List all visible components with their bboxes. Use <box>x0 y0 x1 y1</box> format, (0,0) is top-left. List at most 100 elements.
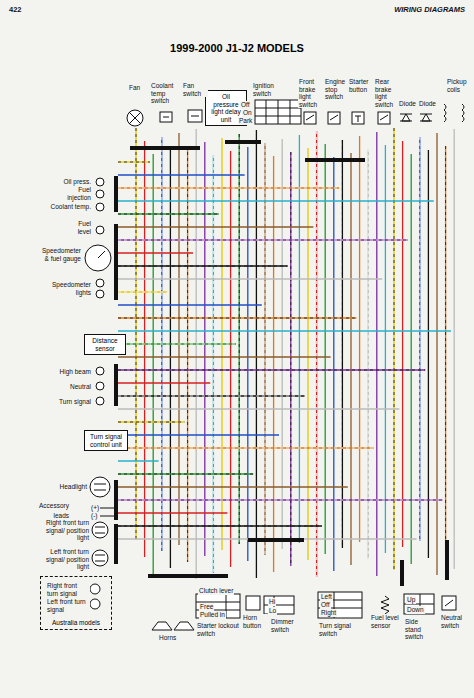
wire <box>118 382 210 383</box>
wire <box>333 157 334 571</box>
wire <box>359 136 360 542</box>
wire <box>118 317 356 318</box>
wire <box>376 132 377 576</box>
wire <box>118 343 236 344</box>
wire-label: Ignition switch <box>252 82 288 97</box>
wire-label: Speedometer & fuel gauge <box>40 247 82 262</box>
wire-label: Diode <box>398 100 417 108</box>
wire-label: Coolant temp. <box>50 203 92 211</box>
wire-label: Left front turn signal/ position light <box>40 548 90 571</box>
wire-label: Dimmer switch <box>270 618 300 633</box>
wire <box>393 128 394 570</box>
wire-label: Up <box>406 596 416 604</box>
wire-label: Park <box>238 117 253 125</box>
wire <box>118 226 313 227</box>
wire <box>213 155 214 573</box>
wire-label: Right front turn signal <box>46 582 90 597</box>
wire <box>445 146 446 552</box>
wire <box>118 291 167 292</box>
wire <box>368 149 369 559</box>
wire <box>118 500 442 501</box>
wire <box>325 144 326 554</box>
wire <box>265 143 266 555</box>
wire <box>118 447 374 448</box>
wire-label: Lo <box>268 607 277 615</box>
wire <box>118 512 227 513</box>
wire <box>239 134 240 544</box>
wire <box>118 473 253 474</box>
wire <box>273 156 274 572</box>
connector-blocks <box>114 140 449 586</box>
wire-label: Fuel injection <box>62 186 92 201</box>
wire-label: Left <box>320 593 333 601</box>
wire-label: Pulled in <box>199 611 226 619</box>
wire-label: High beam <box>59 368 92 376</box>
wire <box>118 434 279 435</box>
wire <box>118 526 322 527</box>
page-header: WIRING DIAGRAMS <box>393 6 466 14</box>
wire <box>118 240 408 241</box>
component-label: Turn signal control unit <box>90 433 122 448</box>
wire <box>385 145 386 553</box>
wire <box>118 344 236 345</box>
wire <box>118 421 184 422</box>
wire-label: Coolant temp switch <box>150 82 178 105</box>
wire-label: Off <box>240 101 251 109</box>
wire <box>118 356 331 357</box>
wire <box>118 161 150 162</box>
wire <box>196 129 197 579</box>
wire-label: Off <box>320 601 331 609</box>
wire-label: Oil press. <box>63 178 92 186</box>
wire <box>290 152 291 566</box>
wire-label: Hi <box>268 598 276 606</box>
component-label: Oil pressure light delay unit <box>211 93 240 123</box>
wire <box>118 213 219 214</box>
wire <box>290 152 291 566</box>
wire <box>118 396 305 397</box>
wire <box>136 128 137 540</box>
wire <box>299 135 300 543</box>
wire <box>256 130 257 578</box>
component-label: Australia models <box>52 619 100 626</box>
wire <box>368 149 369 559</box>
wire <box>118 370 425 371</box>
wire-label: Speedometer lights <box>50 281 92 296</box>
wire <box>428 150 429 558</box>
wire-label: Horns <box>158 634 177 642</box>
wire <box>118 499 442 500</box>
wire-label: Neutral <box>69 383 92 391</box>
wire <box>264 143 265 555</box>
wire <box>402 141 403 547</box>
wire <box>144 141 145 557</box>
wire <box>230 151 231 567</box>
wire <box>239 134 240 544</box>
wire <box>419 137 420 541</box>
wire-label: Fan <box>128 84 141 92</box>
wire <box>118 252 193 253</box>
component-symbols <box>85 100 464 630</box>
wire <box>419 137 420 541</box>
wire-label: Right <box>320 609 337 617</box>
wire <box>118 448 374 449</box>
wire-label: Neutral switch <box>440 614 472 629</box>
wire-label: Horn button <box>242 614 268 629</box>
wire <box>178 133 179 545</box>
component-label: Distance sensor <box>92 337 117 352</box>
wire <box>247 147 248 561</box>
page-header: 422 <box>8 6 23 14</box>
wire-label: Headlight <box>59 483 88 491</box>
diagram-title: 1999-2000 J1-J2 MODELS <box>0 42 474 54</box>
wire <box>436 133 437 575</box>
wire-label: Side stand switch <box>404 618 436 641</box>
wire-label: (-) <box>90 512 99 520</box>
wire-label: Engine stop switch <box>324 78 350 101</box>
wire <box>135 128 136 540</box>
wire-label: Down <box>406 606 425 614</box>
wire-label: On <box>242 109 253 117</box>
wire-label: Front brake light switch <box>298 78 326 108</box>
wire <box>118 278 382 279</box>
wire <box>118 200 434 201</box>
wire-harness <box>118 128 454 579</box>
wire-label: Accessory <box>38 502 70 510</box>
wire <box>118 408 399 409</box>
